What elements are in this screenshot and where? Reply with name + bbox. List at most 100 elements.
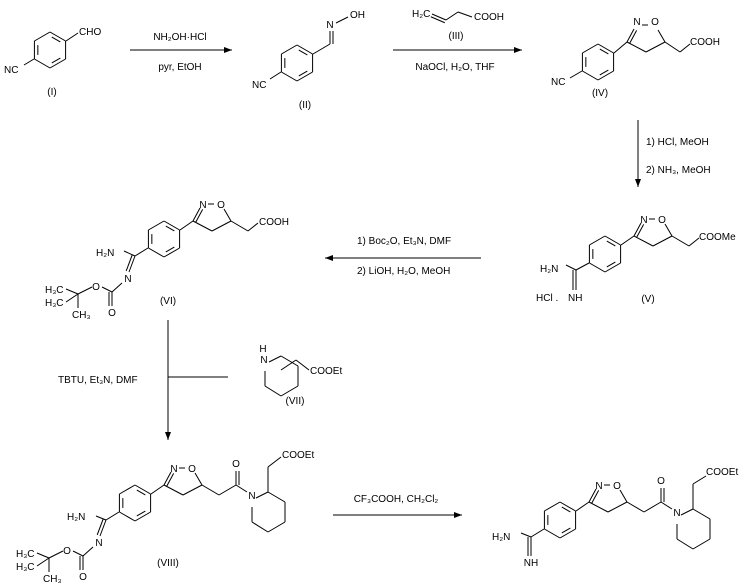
- bond: [99, 519, 107, 537]
- bond: [165, 225, 175, 232]
- bond: [604, 235, 621, 246]
- methyl-group: CH₃: [43, 574, 62, 585]
- step3-line1: 1) HCl, MeOH: [646, 137, 709, 148]
- bond: [664, 41, 681, 53]
- bond: [72, 550, 84, 557]
- bond-lines: [23, 11, 711, 572]
- bond: [148, 220, 165, 231]
- bond: [569, 70, 583, 79]
- bond: [599, 48, 609, 55]
- bond: [51, 57, 61, 64]
- bond: [247, 222, 259, 232]
- bond: [134, 247, 149, 257]
- atom-n: N: [124, 274, 131, 285]
- cooet-group: COOEt: [310, 366, 342, 377]
- bond: [652, 235, 673, 247]
- atom-o: O: [92, 282, 100, 293]
- atom-o: O: [657, 476, 665, 487]
- bond: [430, 16, 446, 24]
- bond: [96, 518, 104, 536]
- bond: [136, 489, 146, 496]
- step2-conditions: NaOCl, H₂O, THF: [415, 62, 494, 73]
- bond: [111, 282, 123, 293]
- arrowhead: [454, 512, 462, 518]
- atom-n: N: [199, 200, 206, 211]
- bond: [105, 511, 120, 521]
- bond: [588, 501, 609, 513]
- bond: [599, 69, 609, 76]
- bond: [582, 43, 599, 54]
- bond: [296, 71, 313, 82]
- bond: [613, 41, 628, 54]
- reaction-arrows: [130, 47, 641, 518]
- bond: [582, 70, 599, 81]
- bond: [679, 43, 691, 53]
- bond: [692, 475, 707, 485]
- atom-n: N: [673, 508, 680, 519]
- bond: [77, 286, 93, 295]
- atom-o: O: [79, 572, 87, 583]
- bond: [95, 515, 107, 521]
- bond: [34, 31, 51, 42]
- bond: [163, 471, 172, 486]
- bond: [49, 31, 66, 42]
- atom-n: N: [248, 491, 255, 502]
- bond: [431, 13, 447, 21]
- bond: [664, 223, 673, 237]
- cooh-group: COOH: [474, 12, 504, 23]
- bond: [34, 58, 51, 69]
- bond: [166, 473, 175, 487]
- bond: [633, 235, 654, 247]
- bond: [264, 385, 282, 397]
- bond: [671, 235, 690, 247]
- bond: [530, 528, 545, 538]
- bond: [218, 484, 237, 496]
- bond: [597, 43, 614, 54]
- atom-o: O: [651, 17, 659, 28]
- imine-group: NH: [568, 293, 582, 304]
- step3-line2: 2) NH₃, MeOH: [646, 165, 711, 176]
- bond: [657, 29, 666, 43]
- compound-label: (IV): [592, 88, 608, 99]
- cooh-group: COOH: [690, 37, 720, 48]
- bond: [280, 385, 299, 397]
- bond: [136, 510, 146, 517]
- step5-reagents: TBTU, Et₃N, DMF: [58, 375, 138, 386]
- bond: [457, 11, 473, 18]
- methyl-group: H₃C: [16, 549, 35, 560]
- bond: [134, 484, 151, 495]
- amine-group: H₂N: [67, 512, 85, 523]
- bond: [445, 11, 459, 21]
- bond: [128, 255, 136, 273]
- bond: [588, 488, 597, 503]
- bond: [251, 521, 269, 533]
- bond: [65, 293, 79, 303]
- bond: [49, 58, 66, 69]
- hydroxyl-group: OH: [350, 10, 365, 21]
- atom-o: O: [232, 459, 240, 470]
- bond: [134, 511, 151, 522]
- bond: [589, 262, 606, 273]
- compound-label: (VII): [286, 396, 305, 407]
- bond: [192, 220, 213, 232]
- bond: [680, 508, 694, 516]
- arrowhead: [325, 255, 333, 261]
- step4-line1: 1) Boc₂O, Et₃N, DMF: [357, 236, 451, 247]
- methyl-group: H₃C: [45, 285, 64, 296]
- bond: [312, 43, 331, 55]
- bond: [626, 28, 635, 43]
- bond: [179, 220, 194, 231]
- bond: [82, 546, 94, 557]
- bond: [163, 220, 180, 231]
- hcl-salt: HCl .: [536, 293, 558, 304]
- bond: [295, 359, 310, 371]
- bond: [660, 501, 673, 510]
- bond: [643, 501, 662, 513]
- step4-line2: 2) LiOH, H₂O, MeOH: [357, 266, 450, 277]
- cho-group: CHO: [79, 27, 101, 38]
- compound-ii: N OH NC (II): [252, 10, 365, 111]
- compound-viii: N O O N COOEt H₂N N O O H₃C H₃C CH₃ (VII…: [16, 450, 314, 585]
- bond: [150, 484, 165, 495]
- bond: [629, 30, 638, 44]
- bond: [192, 207, 201, 222]
